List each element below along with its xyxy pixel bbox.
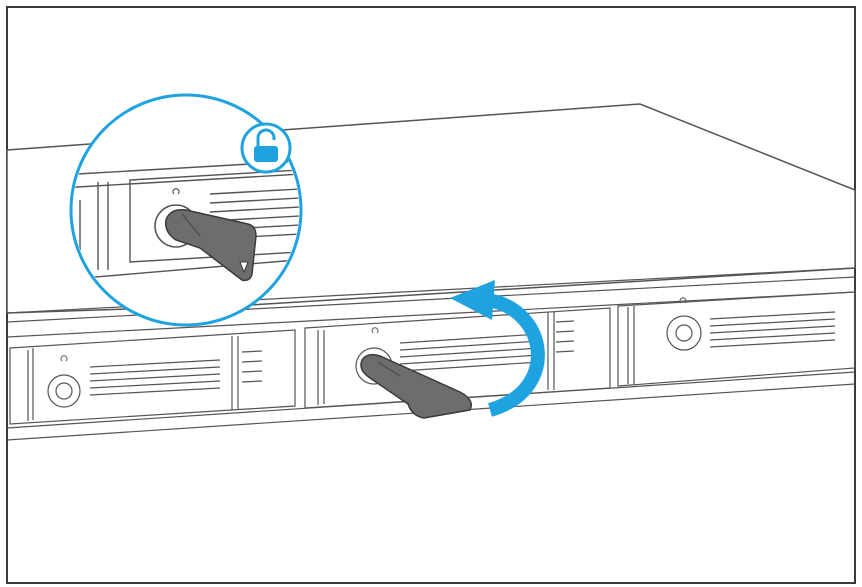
bay-2-vent (399, 320, 575, 372)
drive-bay-3 (617, 291, 856, 387)
drive-bay-1 (9, 329, 296, 425)
unlock-icon (240, 122, 292, 174)
bay-3-lock (666, 315, 702, 351)
rotate-arrow-icon (450, 280, 545, 417)
bay-3-vent (709, 311, 836, 348)
bay-1-lock (47, 374, 81, 408)
key-in-bay (360, 353, 472, 419)
key-in-inset (164, 208, 257, 282)
drive-bay-2 (304, 307, 611, 409)
bay-1-vent (89, 350, 263, 396)
